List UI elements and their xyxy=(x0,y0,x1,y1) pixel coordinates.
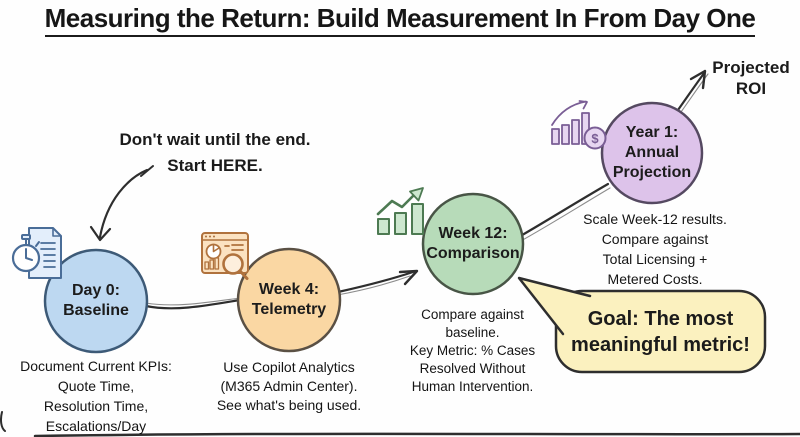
stage-label-week4: Week 4: Telemetry xyxy=(251,281,327,318)
bottom-edge-line xyxy=(33,432,800,437)
stage-circles xyxy=(43,101,704,354)
stage-caption-year1: Scale Week-12 results. Compare against T… xyxy=(583,211,727,287)
arrow-week4-week12 xyxy=(336,269,419,296)
connector-lines xyxy=(0,69,800,437)
connector-day0-week4 xyxy=(144,297,242,310)
stage-label-year1: Year 1: Annual Projection xyxy=(612,124,692,181)
stage-circle-week4 xyxy=(236,247,342,353)
arrow-year1-roi xyxy=(676,69,709,113)
stage-circle-year1 xyxy=(600,101,704,205)
stage-label-week12: Week 12: Comparison xyxy=(426,225,520,262)
stopwatch-document-icon xyxy=(11,227,62,279)
page-title-text: Measuring the Return: Build Measurement … xyxy=(44,3,756,37)
start-here-callout: Don't wait until the end. Start HERE. xyxy=(119,130,311,175)
connector-week12-year1 xyxy=(515,182,611,243)
stage-circle-week12 xyxy=(421,192,525,296)
analytics-dashboard-magnifier-icon xyxy=(201,232,249,280)
stage-caption-week4: Use Copilot Analytics (M365 Admin Center… xyxy=(216,359,362,413)
goal-bubble-body xyxy=(554,289,767,374)
stage-caption-week12: Compare against baseline. Key Metric: % … xyxy=(409,307,536,394)
roi-bar-chart-dollar-icon: $ xyxy=(551,100,607,150)
rising-bar-chart-arrow-icon xyxy=(376,187,424,235)
projected-roi-label: Projected ROI xyxy=(712,58,790,98)
goal-bubble-tail-outline xyxy=(517,276,592,336)
goal-bubble-text: Goal: The most meaningful metric! xyxy=(571,307,750,356)
left-edge-mark xyxy=(0,411,6,432)
start-here-arrow xyxy=(89,165,154,242)
stage-caption-day0: Document Current KPIs: Quote Time, Resol… xyxy=(20,358,172,434)
goal-bubble xyxy=(517,276,767,374)
dollar-sign-glyph: $ xyxy=(591,131,599,146)
page-title: Measuring the Return: Build Measurement … xyxy=(0,3,800,37)
stage-circle-day0 xyxy=(43,248,149,354)
stage-label-day0: Day 0: Baseline xyxy=(63,282,129,319)
